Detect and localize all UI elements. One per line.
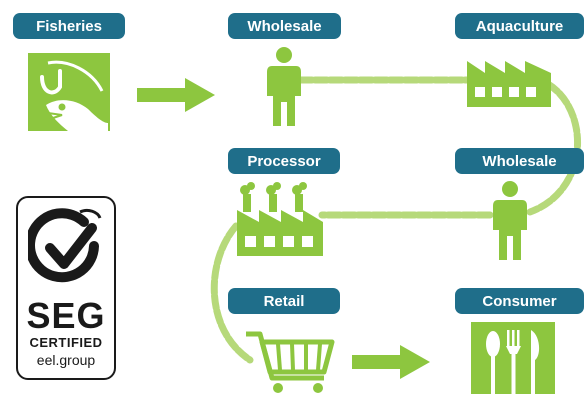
person-icon [267,47,301,126]
factory-icon [467,61,551,107]
label-wholesale-mid: Wholesale [455,148,584,174]
person-icon [493,181,527,260]
seg-website: eel.group [36,352,96,368]
label-processor: Processor [228,148,340,174]
arrow-right-icon [137,78,215,112]
shopping-cart-icon [246,331,335,393]
fish-hook-icon [28,53,110,131]
label-retail: Retail [228,288,340,314]
label-consumer: Consumer [455,288,584,314]
seg-checkmark-logo [28,208,102,283]
seg-certified-badge: SEG CERTIFIED eel.group [16,196,116,380]
arrow-right-icon [352,345,430,379]
cutlery-icon [471,322,555,394]
label-fisheries: Fisheries [13,13,125,39]
seg-mark: SEG [26,295,106,336]
seg-subtitle: CERTIFIED [29,335,103,350]
factory-icon [237,182,323,256]
chain-processor-retail [210,222,254,364]
label-wholesale-top: Wholesale [228,13,341,39]
label-aquaculture: Aquaculture [455,13,584,39]
